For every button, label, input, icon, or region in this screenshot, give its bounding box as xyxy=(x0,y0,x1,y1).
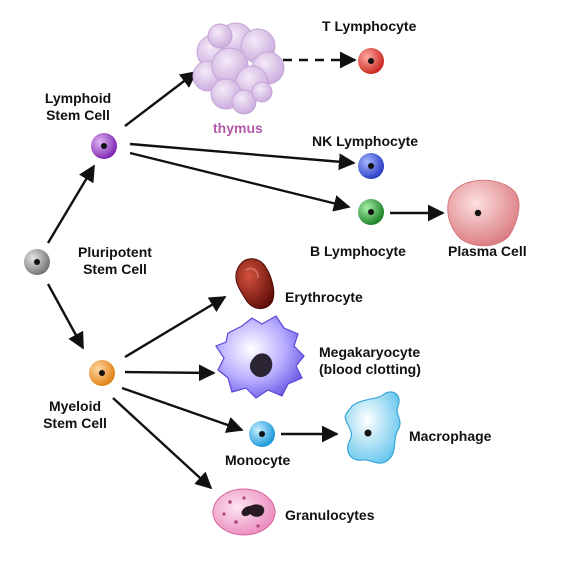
arrow-lymphoid-to-nk xyxy=(129,142,356,171)
plasma-cell-label: Plasma Cell xyxy=(448,243,527,259)
macrophage-label: Macrophage xyxy=(409,428,492,444)
arrow-lymphoid-to-thymus xyxy=(124,70,198,127)
arrow-myeloid-to-erythrocyte xyxy=(124,295,227,359)
lymphoid-stem-cell-label: Lymphoid Stem Cell xyxy=(28,90,128,124)
b-lymphocyte-label: B Lymphocyte xyxy=(310,243,406,259)
monocyte-label: Monocyte xyxy=(225,452,291,468)
arrow-pluripotent-to-myeloid xyxy=(46,283,85,350)
arrow-lymphoid-to-b xyxy=(129,151,351,212)
thymus-label: thymus xyxy=(213,120,263,136)
pluripotent-stem-cell-label: Pluripotent Stem Cell xyxy=(60,244,170,278)
arrow-myeloid-to-monocyte xyxy=(121,386,244,433)
thymus-icon xyxy=(192,22,285,115)
plasma-cell-icon xyxy=(447,179,520,247)
arrow-pluripotent-to-lymphoid xyxy=(46,164,96,244)
granulocytes-label: Granulocytes xyxy=(285,507,375,523)
arrows xyxy=(46,51,445,490)
erythrocyte-icon xyxy=(235,258,275,309)
b-lymphocyte-cell xyxy=(358,199,384,225)
megakaryocyte-label-line-2: (blood clotting) xyxy=(319,361,421,377)
macrophage-icon xyxy=(344,391,401,464)
myeloid-stem-cell-label: Myeloid Stem Cell xyxy=(25,398,125,432)
megakaryocyte-label-line-1: Megakaryocyte xyxy=(319,344,421,360)
myeloid-label-line-2: Stem Cell xyxy=(43,415,107,431)
t-lymphocyte-cell xyxy=(358,48,384,74)
megakaryocyte-icon xyxy=(215,315,305,399)
monocyte-cell xyxy=(249,421,275,447)
arrow-myeloid-to-megakaryocyte xyxy=(124,364,216,382)
megakaryocyte-label: Megakaryocyte (blood clotting) xyxy=(319,344,421,378)
t-lymphocyte-label: T Lymphocyte xyxy=(322,18,417,34)
granulocyte-icon xyxy=(212,488,276,536)
pluripotent-cell xyxy=(24,249,50,275)
arrow-myeloid-to-granulocytes xyxy=(112,397,213,490)
myeloid-cell xyxy=(89,360,115,386)
lymphoid-cell xyxy=(91,133,117,159)
erythrocyte-label: Erythrocyte xyxy=(285,289,363,305)
myeloid-label-line-1: Myeloid xyxy=(48,398,102,414)
pluripotent-label-line-1: Pluripotent xyxy=(78,244,152,260)
lymphoid-label-line-2: Stem Cell xyxy=(46,107,110,123)
nk-lymphocyte-cell xyxy=(358,153,384,179)
pluripotent-label-line-2: Stem Cell xyxy=(83,261,147,277)
nk-lymphocyte-label: NK Lymphocyte xyxy=(312,133,419,149)
lymphoid-label-line-1: Lymphoid xyxy=(44,90,112,106)
